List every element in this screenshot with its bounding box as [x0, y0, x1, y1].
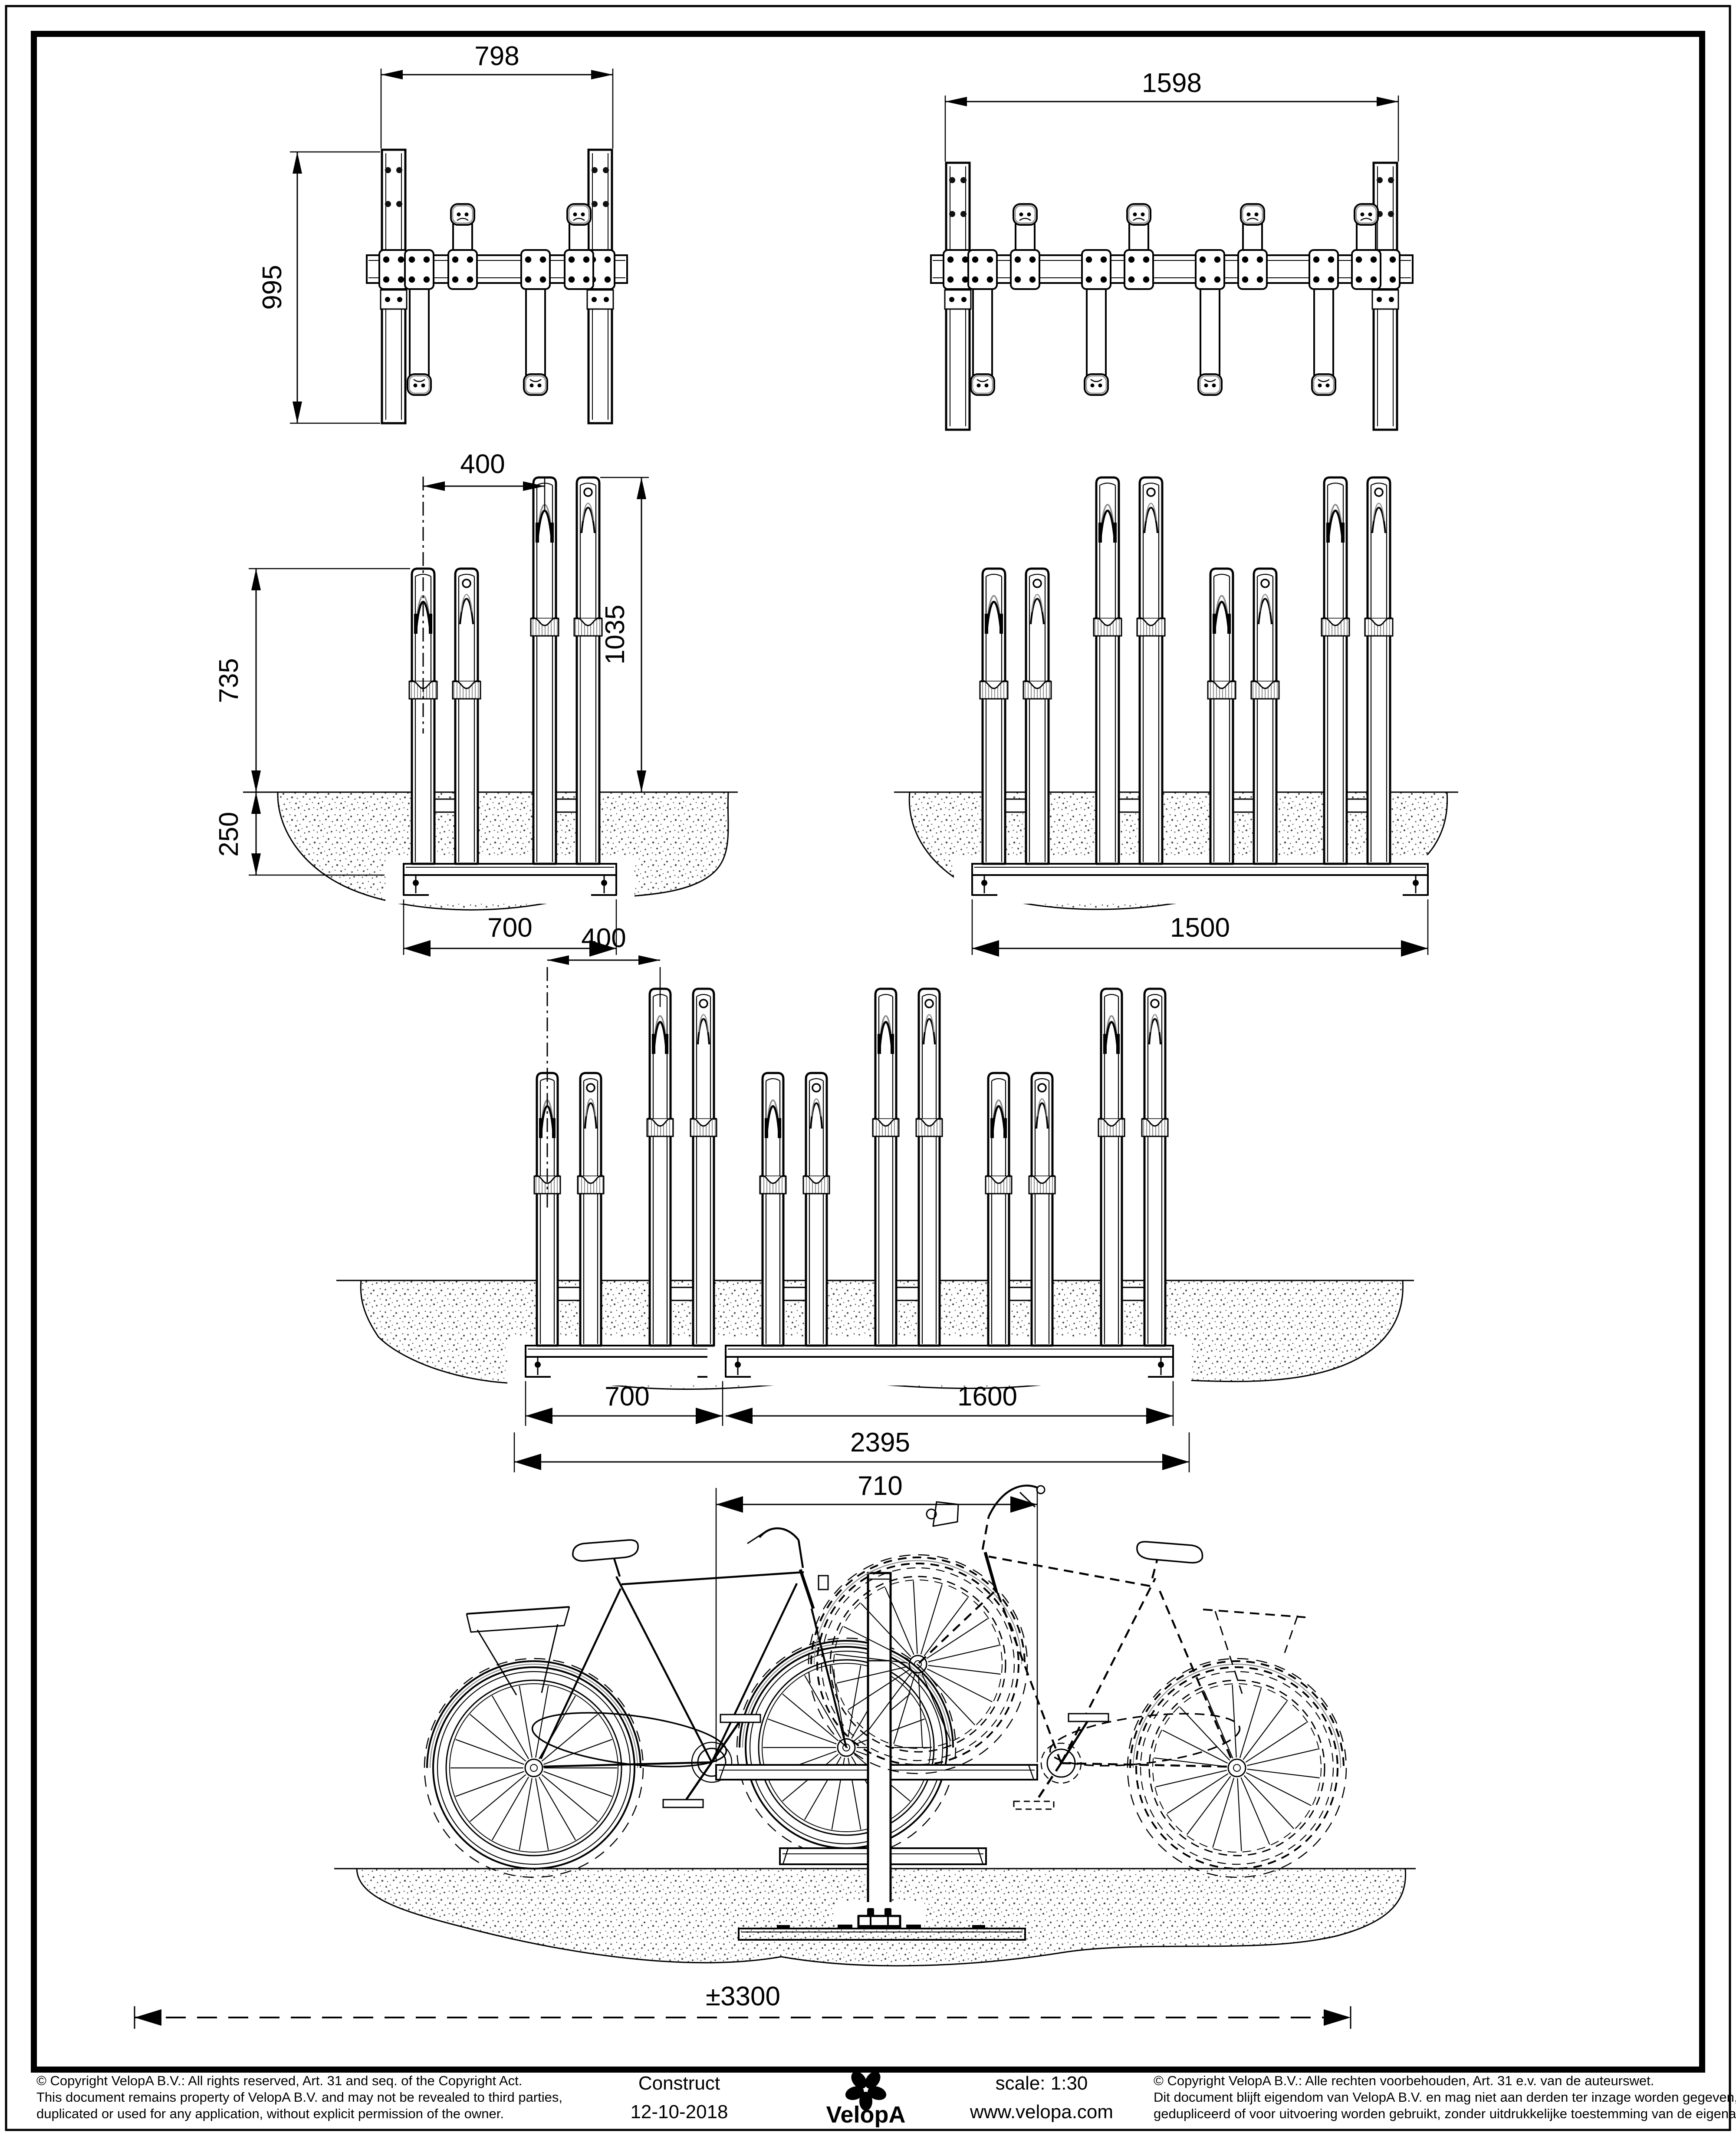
brand-wordmark: VelopA [826, 2102, 905, 2128]
dim-label-front2-depth: 250 [214, 812, 244, 856]
dim-label-front4-base: 1500 [1170, 913, 1230, 943]
copyright-nl-line3: gedupliceerd of voor uitvoering worden g… [1154, 2106, 1736, 2121]
front-view-four-bike-rack [894, 476, 1458, 957]
copyright-en-line2: This document remains property of VelopA… [36, 2090, 562, 2105]
dim-label-front2-base: 700 [487, 913, 532, 943]
title-block: © Copyright VelopA B.V.: All rights rese… [36, 2071, 1736, 2128]
side-view-with-bicycles [134, 1484, 1416, 2029]
dim-label-plan4-width: 1598 [1142, 68, 1202, 98]
dim-label-plan2-depth: 995 [257, 265, 287, 309]
dim-label-combined-left-base: 700 [605, 1382, 649, 1412]
page-border [5, 5, 1731, 2131]
top-view-two-bike-rack [290, 69, 628, 425]
copyright-nl-line2: Dit document blijft eigendom van VelopA … [1154, 2090, 1736, 2105]
dim-label-combined-right-base: 1600 [957, 1382, 1017, 1412]
dim-label-front2-high-height: 1035 [600, 605, 630, 665]
drawing-date: 12-10-2018 [630, 2101, 728, 2123]
front-view-combined-rack [336, 955, 1414, 1472]
velopa-flower-icon [845, 2071, 887, 2111]
front-view-two-bike-rack [243, 476, 738, 957]
dim-label-combined-pitch: 400 [581, 923, 626, 953]
dim-label-side-stand-width: 710 [858, 1471, 902, 1501]
dim-label-plan2-width: 798 [474, 41, 519, 71]
product-name: Construct [638, 2073, 720, 2094]
website-url: www.velopa.com [970, 2101, 1113, 2123]
dim-label-front2-pitch: 400 [460, 449, 505, 479]
copyright-en-line1: © Copyright VelopA B.V.: All rights rese… [36, 2073, 522, 2088]
dim-label-front2-low-height: 735 [214, 658, 244, 703]
top-view-four-bike-rack [930, 95, 1414, 431]
copyright-en-line3: duplicated or used for any application, … [36, 2106, 504, 2121]
dim-label-side-total-length: ±3300 [706, 1981, 780, 2011]
copyright-nl-line1: © Copyright VelopA B.V.: Alle rechten vo… [1154, 2073, 1654, 2088]
dim-label-combined-total: 2395 [850, 1428, 910, 1458]
drawing-scale: scale: 1:30 [996, 2073, 1088, 2094]
